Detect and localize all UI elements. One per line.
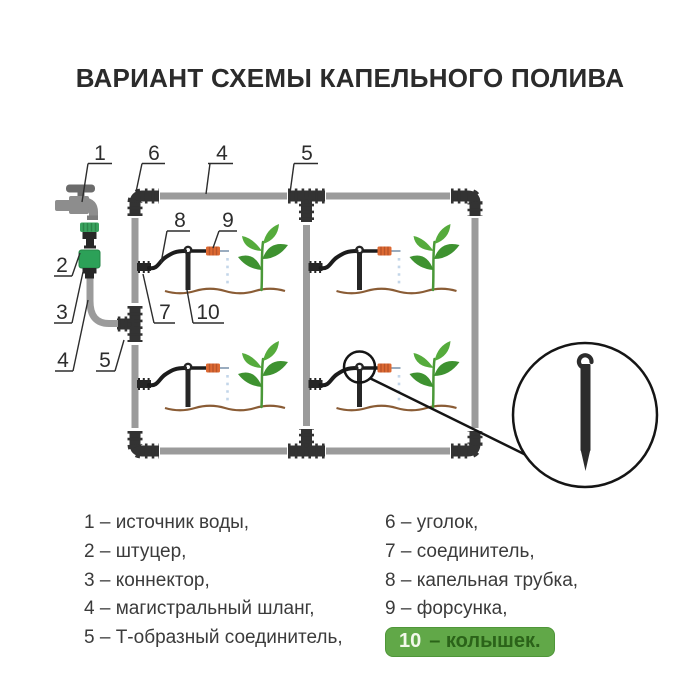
elbow-bottom-right-ribs	[451, 431, 483, 459]
callout-4-left: 4	[55, 299, 89, 372]
magnifier	[342, 341, 659, 489]
tap-inlet	[55, 200, 71, 211]
legend-item-5: 5 – Т-образный соединитель,	[84, 627, 343, 649]
connector-body	[78, 249, 101, 269]
elbow-top-left	[129, 190, 159, 216]
callout-6: 6	[135, 142, 165, 193]
legend-item-8: 8 – капельная трубка,	[385, 569, 579, 591]
callout-2: 2	[54, 252, 81, 277]
tap-adapter	[80, 222, 99, 249]
callout-10-num: 10	[196, 301, 219, 324]
main-pipe-frame	[131, 192, 479, 455]
connector-barb	[85, 273, 94, 279]
callout-8-num: 8	[174, 209, 186, 232]
callout-9-num: 9	[222, 209, 234, 232]
fittings	[117, 188, 483, 459]
callout-5-top: 5	[289, 142, 318, 194]
legend-item-6: 6 – уголок,	[385, 512, 479, 534]
peg-body	[580, 364, 591, 451]
callout-1: 1	[81, 142, 112, 203]
callout-4-top: 4	[205, 142, 233, 195]
drip-plot-top-left	[137, 224, 288, 293]
supply-hose	[86, 278, 118, 327]
legend-badge-peg: 10 – колышек.	[385, 626, 555, 657]
callout-9: 9	[212, 209, 237, 249]
quick-connector	[78, 249, 101, 279]
tee-bottom	[288, 429, 325, 457]
legend-item-9: 9 – форсунка,	[385, 598, 508, 620]
callout-5-top-num: 5	[301, 142, 313, 165]
peg-point	[580, 449, 591, 471]
callout-5-left-num: 5	[99, 349, 111, 372]
magnifier-source-circle	[342, 350, 377, 384]
drip-plot-top-right	[309, 224, 460, 293]
legend-item-4: 4 – магистральный шланг,	[84, 598, 315, 620]
callout-10: 10	[186, 289, 224, 324]
adapter-body	[82, 232, 97, 239]
legend-left-column: 1 – источник воды, 2 – штуцер, 3 – конне…	[84, 509, 343, 652]
callout-7: 7	[142, 273, 175, 324]
callout-3: 3	[54, 271, 84, 324]
callout-4-left-num: 4	[57, 349, 69, 372]
callout-3-num: 3	[56, 301, 68, 324]
badge-number: 10	[399, 630, 422, 653]
page-title: ВАРИАНТ СХЕМЫ КАПЕЛЬНОГО ПОЛИВА	[75, 63, 625, 93]
drip-plot-bottom-right	[309, 341, 460, 410]
magnifier-line	[369, 377, 527, 457]
adapter-stem	[86, 239, 94, 246]
drip-plot-bottom-left	[137, 341, 288, 410]
connector-lower	[82, 268, 97, 274]
callout-2-num: 2	[56, 254, 68, 277]
elbow-top-right-ribs	[451, 188, 483, 216]
adapter-cap	[80, 222, 99, 232]
legend-item-1: 1 – источник воды,	[84, 512, 250, 534]
tee-supply-ribs	[117, 306, 143, 342]
legend-right-column: 6 – уголок, 7 – соединитель, 8 – капельн…	[385, 509, 578, 657]
water-source	[55, 184, 98, 220]
callout-8: 8	[160, 209, 190, 264]
badge-text: – колышек.	[429, 630, 541, 653]
callout-7-num: 7	[159, 301, 171, 324]
callout-6-num: 6	[148, 142, 160, 165]
callout-5-left: 5	[96, 339, 125, 372]
tee-top-ribs	[288, 188, 325, 222]
legend-item-2: 2 – штуцер,	[84, 541, 187, 563]
adapter-cap-ribs	[82, 223, 97, 232]
callout-4-top-num: 4	[216, 142, 228, 165]
tap-handle	[66, 184, 95, 193]
callout-1-num: 1	[94, 142, 106, 165]
tap-handle-stem	[77, 191, 85, 198]
peg-hook	[576, 353, 594, 370]
adapter-flange	[84, 245, 96, 249]
legend-item-7: 7 – соединитель,	[385, 541, 535, 563]
elbow-bottom-left	[129, 431, 159, 457]
legend-item-3: 3 – коннектор,	[84, 569, 210, 591]
tap-spout-tip	[87, 215, 98, 220]
magnified-peg	[576, 353, 594, 471]
tap-spout	[82, 197, 98, 217]
